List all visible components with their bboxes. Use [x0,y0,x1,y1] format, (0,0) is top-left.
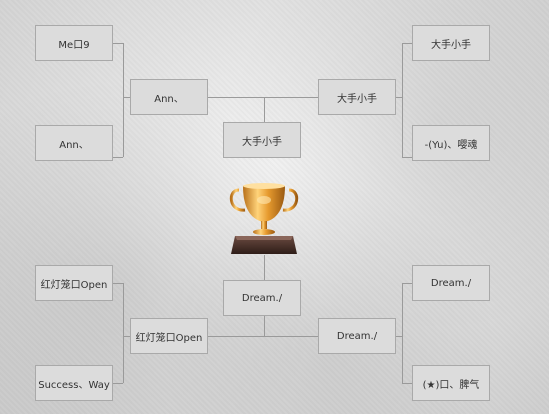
connector [123,283,124,383]
connector [264,255,265,280]
team-slot-left-bottom-a[interactable]: 红灯笼口Open [35,265,113,301]
connector [402,43,412,44]
team-slot-right-bottom-b[interactable]: (★)口、脾气 [412,365,490,401]
winner-slot-left-top[interactable]: Ann、 [130,79,208,115]
connector [402,157,412,158]
connector [113,283,123,284]
connector [208,336,318,337]
team-slot-left-bottom-b[interactable]: Success、Way [35,365,113,401]
connector [396,97,402,98]
trophy-icon [229,183,299,254]
winner-slot-right-top[interactable]: 大手小手 [318,79,396,115]
connector [123,336,130,337]
connector [208,97,318,98]
connector [113,43,123,44]
team-slot-right-bottom-a[interactable]: Dream./ [412,265,490,301]
connector [402,43,403,157]
semifinal-slot-bottom[interactable]: Dream./ [223,280,301,316]
team-slot-left-top-a[interactable]: Me口9 [35,25,113,61]
team-slot-left-top-b[interactable]: Ann、 [35,125,113,161]
connector [113,157,123,158]
connector [396,336,402,337]
semifinal-slot-top[interactable]: 大手小手 [223,122,301,158]
team-slot-right-top-b[interactable]: -(Yu)、嘤魂 [412,125,490,161]
team-slot-right-top-a[interactable]: 大手小手 [412,25,490,61]
connector [402,283,403,383]
connector [123,97,130,98]
connector [113,383,123,384]
connector [264,97,265,122]
connector [123,43,124,157]
winner-slot-right-bottom[interactable]: Dream./ [318,318,396,354]
connector [402,283,412,284]
connector [402,383,412,384]
connector [264,316,265,336]
winner-slot-left-bottom[interactable]: 红灯笼口Open [130,318,208,354]
